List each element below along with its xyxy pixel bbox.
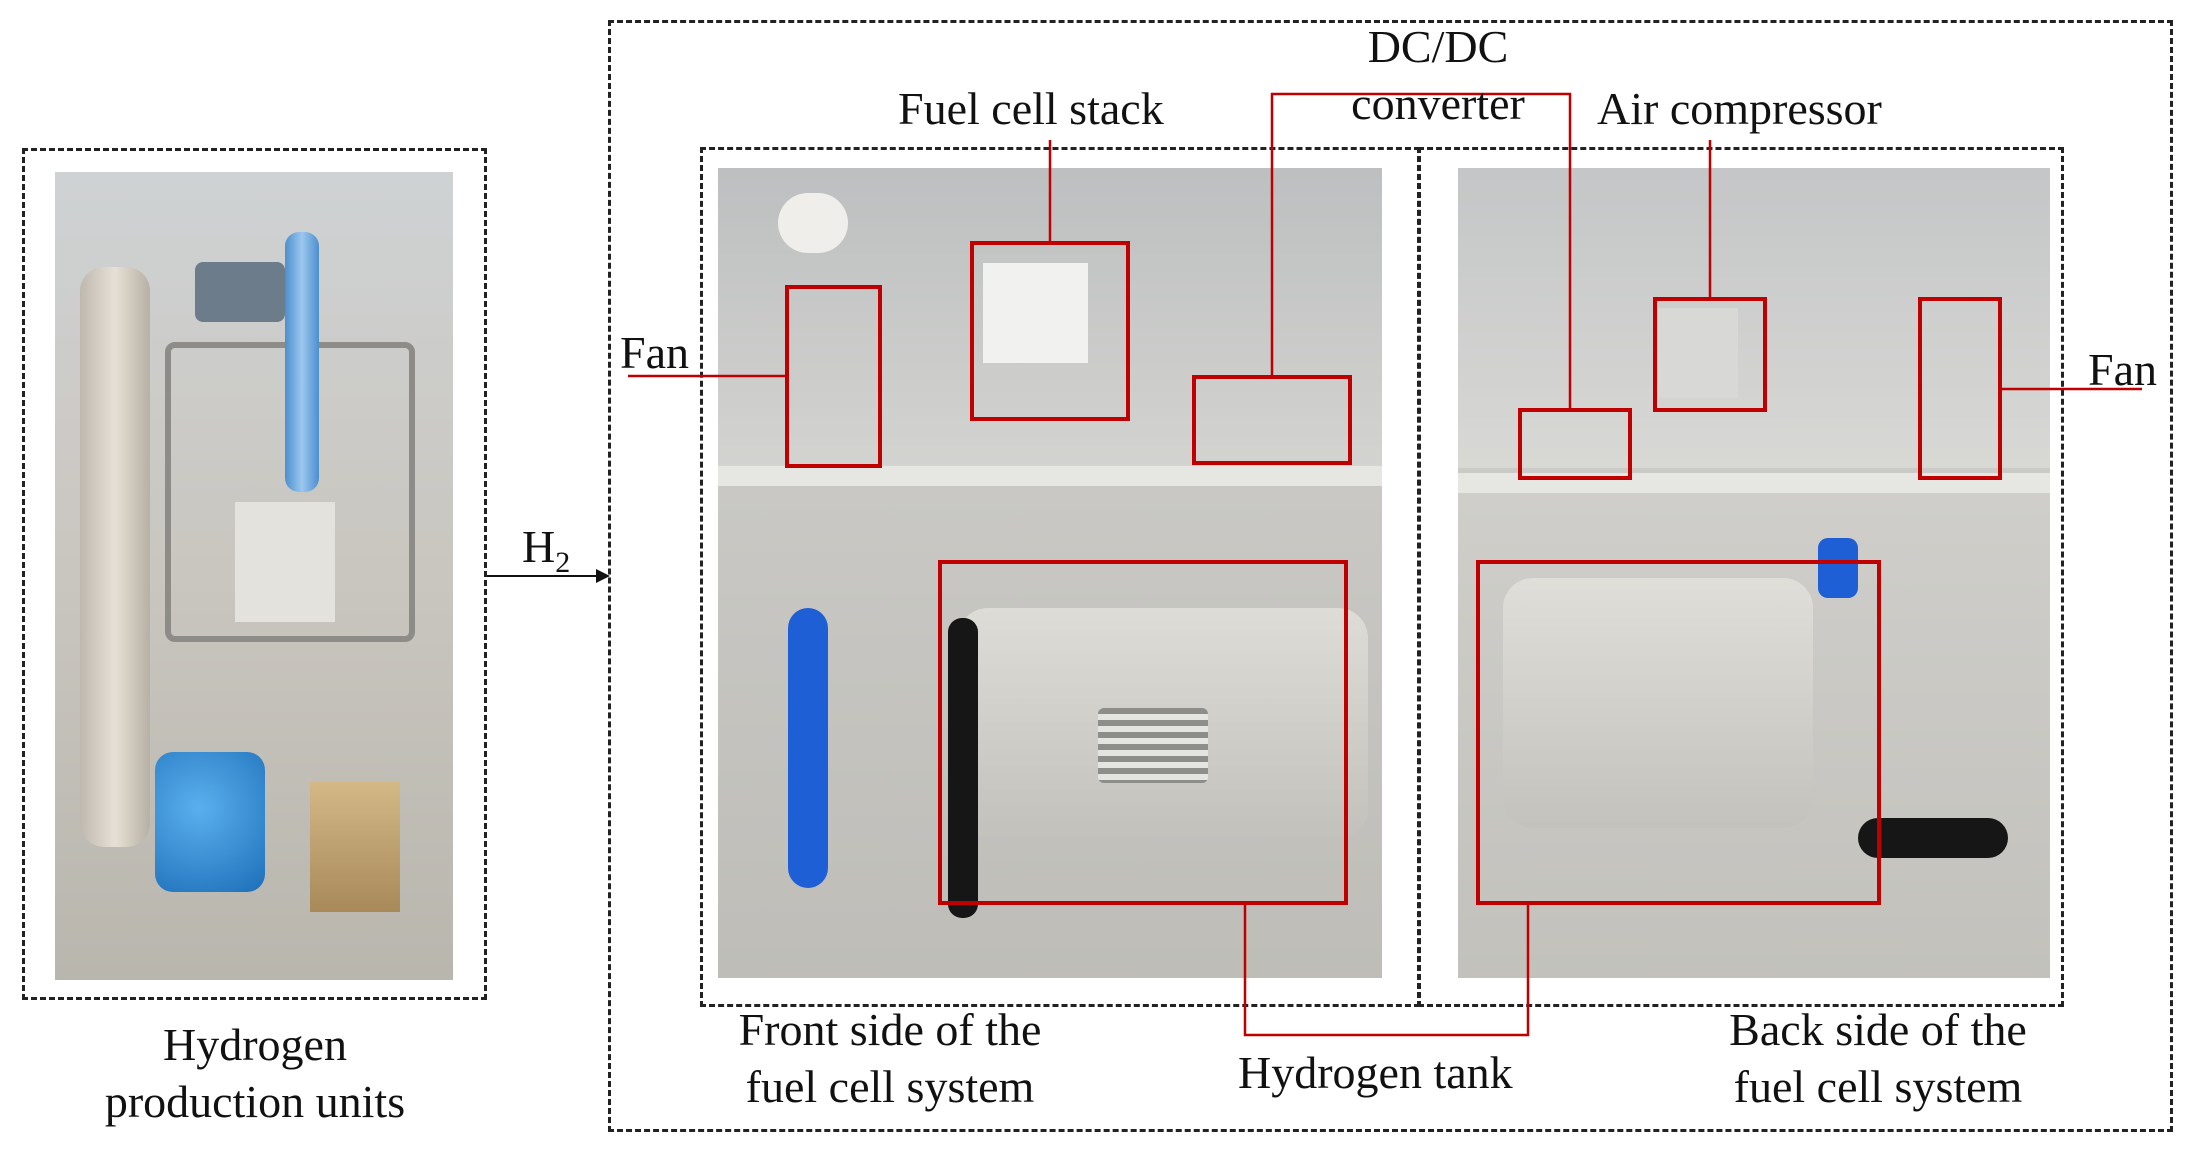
fan-left-label: Fan xyxy=(620,327,689,378)
fuel-cell-stack-label: Fuel cell stack xyxy=(898,83,1164,134)
production-filter xyxy=(285,232,319,492)
hydrogen-production-label: Hydrogen production units xyxy=(60,1019,450,1127)
back-side-label-line1: Back side of the xyxy=(1729,1004,2027,1055)
back-side-label: Back side of the fuel cell system xyxy=(1688,1004,2068,1112)
dcdc-converter-label: DC/DC converter xyxy=(1328,21,1548,129)
front-side-label-line1: Front side of the xyxy=(738,1004,1042,1055)
air-compressor-label: Air compressor xyxy=(1597,83,1882,134)
back-fan-highlight xyxy=(1918,297,2002,480)
hydrogen-tank-leader xyxy=(1243,905,1530,1037)
front-stack-module xyxy=(983,263,1088,363)
front-black-hose xyxy=(948,618,978,918)
h2-arrow-head xyxy=(596,569,610,583)
back-blue-fitting xyxy=(1818,538,1858,598)
h2-label-subscript: 2 xyxy=(555,546,571,580)
front-tank-plate xyxy=(1098,708,1208,783)
back-side-frame xyxy=(1418,147,2064,1007)
back-black-hose xyxy=(1858,818,2008,858)
hydrogen-production-label-line2: production units xyxy=(104,1075,406,1127)
dcdc-label-line2: converter xyxy=(1351,77,1525,129)
back-tank-body xyxy=(1503,578,1813,828)
back-side-photo xyxy=(1458,168,2050,978)
air-compressor-highlight xyxy=(1653,297,1767,412)
h2-label-symbol: H xyxy=(522,521,556,572)
front-fan-highlight xyxy=(785,285,882,468)
front-side-photo xyxy=(718,168,1382,978)
front-blue-hose xyxy=(788,608,828,888)
dcdc-leader xyxy=(1270,92,1572,408)
hydrogen-production-photo xyxy=(55,172,453,980)
dcdc-label-line1: DC/DC xyxy=(1367,21,1509,72)
hydrogen-production-frame xyxy=(22,148,487,1000)
production-pump xyxy=(155,752,265,892)
fan-right-label: Fan xyxy=(2088,344,2157,395)
back-hydrogen-tank-highlight xyxy=(1476,560,1881,905)
production-heat-exchanger xyxy=(310,782,400,912)
back-dcdc-highlight xyxy=(1518,408,1632,480)
production-gauges xyxy=(195,262,285,322)
back-compressor-body xyxy=(1658,308,1738,398)
back-upper-shelf xyxy=(1458,168,2050,468)
front-side-label: Front side of the fuel cell system xyxy=(700,1004,1080,1112)
production-panel xyxy=(235,502,335,622)
front-shelf-divider xyxy=(718,466,1382,486)
front-coolant-bottle xyxy=(778,193,848,253)
hydrogen-production-label-line1: Hydrogen xyxy=(163,1019,347,1070)
fuel-cell-stack-highlight xyxy=(970,241,1130,421)
front-dcdc-highlight xyxy=(1192,375,1352,465)
h2-label: H2 xyxy=(522,521,571,580)
front-hydrogen-tank-highlight xyxy=(938,560,1348,905)
back-side-label-line2: fuel cell system xyxy=(1733,1060,2023,1112)
production-vessel xyxy=(80,267,150,847)
front-side-label-line2: fuel cell system xyxy=(745,1060,1035,1112)
hydrogen-tank-label: Hydrogen tank xyxy=(1238,1047,1513,1098)
